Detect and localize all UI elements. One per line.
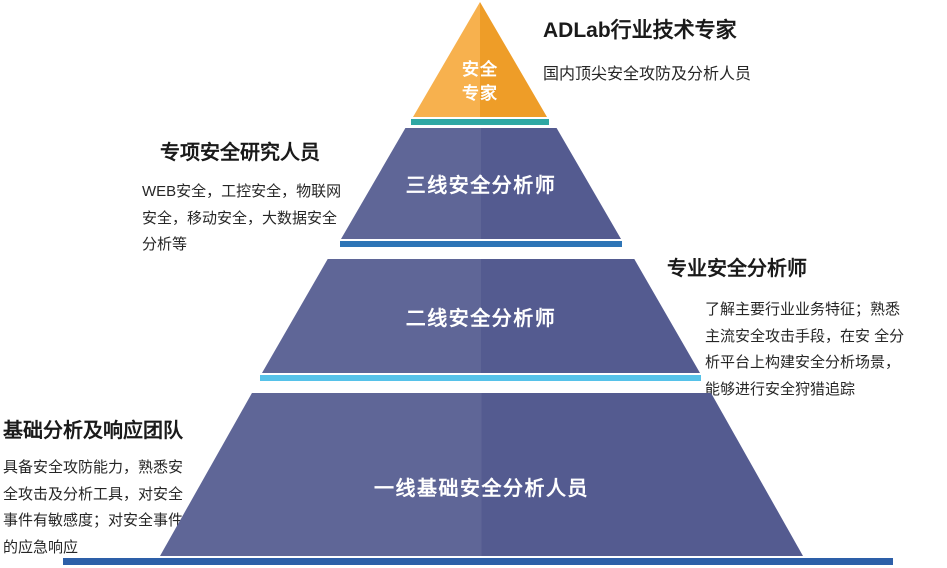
annotation-professional-title: 专业安全分析师 bbox=[667, 258, 807, 280]
tier-label-level1: 一线基础安全分析人员 bbox=[374, 478, 589, 500]
tier-divider-blue bbox=[340, 241, 622, 247]
pyramid-tier-expert: 安全 专家 bbox=[413, 2, 547, 117]
annotation-basic-title: 基础分析及响应团队 bbox=[3, 420, 183, 442]
tier-label-level3: 三线安全分析师 bbox=[405, 175, 557, 197]
pyramid-tier-level1: 一线基础安全分析人员 bbox=[160, 393, 803, 556]
tier-label-level2: 二线安全分析师 bbox=[405, 307, 557, 330]
annotation-basic: 基础分析及响应团队 具备安全攻防能力，熟悉安全攻击及分析工具，对安全事件有敏感度… bbox=[3, 414, 193, 562]
tier-label-expert: 安全 专家 bbox=[462, 59, 498, 104]
tier-divider-teal bbox=[411, 119, 549, 125]
annotation-professional-desc: 了解主要行业业务特征；熟悉主流安全攻击手段，在安 全分析平台上构建安全分析场景，… bbox=[705, 301, 905, 399]
annotation-expert: ADLab行业技术专家 国内顶尖安全攻防及分析人员 bbox=[543, 14, 751, 84]
annotation-expert-title: ADLab行业技术专家 bbox=[543, 19, 737, 42]
pyramid-tier-level2: 二线安全分析师 bbox=[262, 259, 700, 373]
annotation-expert-desc: 国内顶尖安全攻防及分析人员 bbox=[543, 66, 752, 83]
annotation-research-title: 专项安全研究人员 bbox=[160, 142, 320, 164]
annotation-professional: 专业安全分析师 了解主要行业业务特征；熟悉主流安全攻击手段，在安 全分析平台上构… bbox=[667, 252, 907, 404]
annotation-research: 专项安全研究人员 WEB安全，工控安全，物联网安全，移动安全，大数据安全分析等 bbox=[142, 136, 348, 259]
pyramid-base-line bbox=[63, 558, 893, 565]
annotation-basic-desc: 具备安全攻防能力，熟悉安全攻击及分析工具，对安全事件有敏感度；对安全事件的应急响… bbox=[3, 459, 184, 557]
tier-divider-cyan bbox=[260, 375, 701, 381]
annotation-research-desc: WEB安全，工控安全，物联网安全，移动安全，大数据安全分析等 bbox=[142, 183, 342, 254]
pyramid-tier-level3: 三线安全分析师 bbox=[341, 128, 621, 239]
